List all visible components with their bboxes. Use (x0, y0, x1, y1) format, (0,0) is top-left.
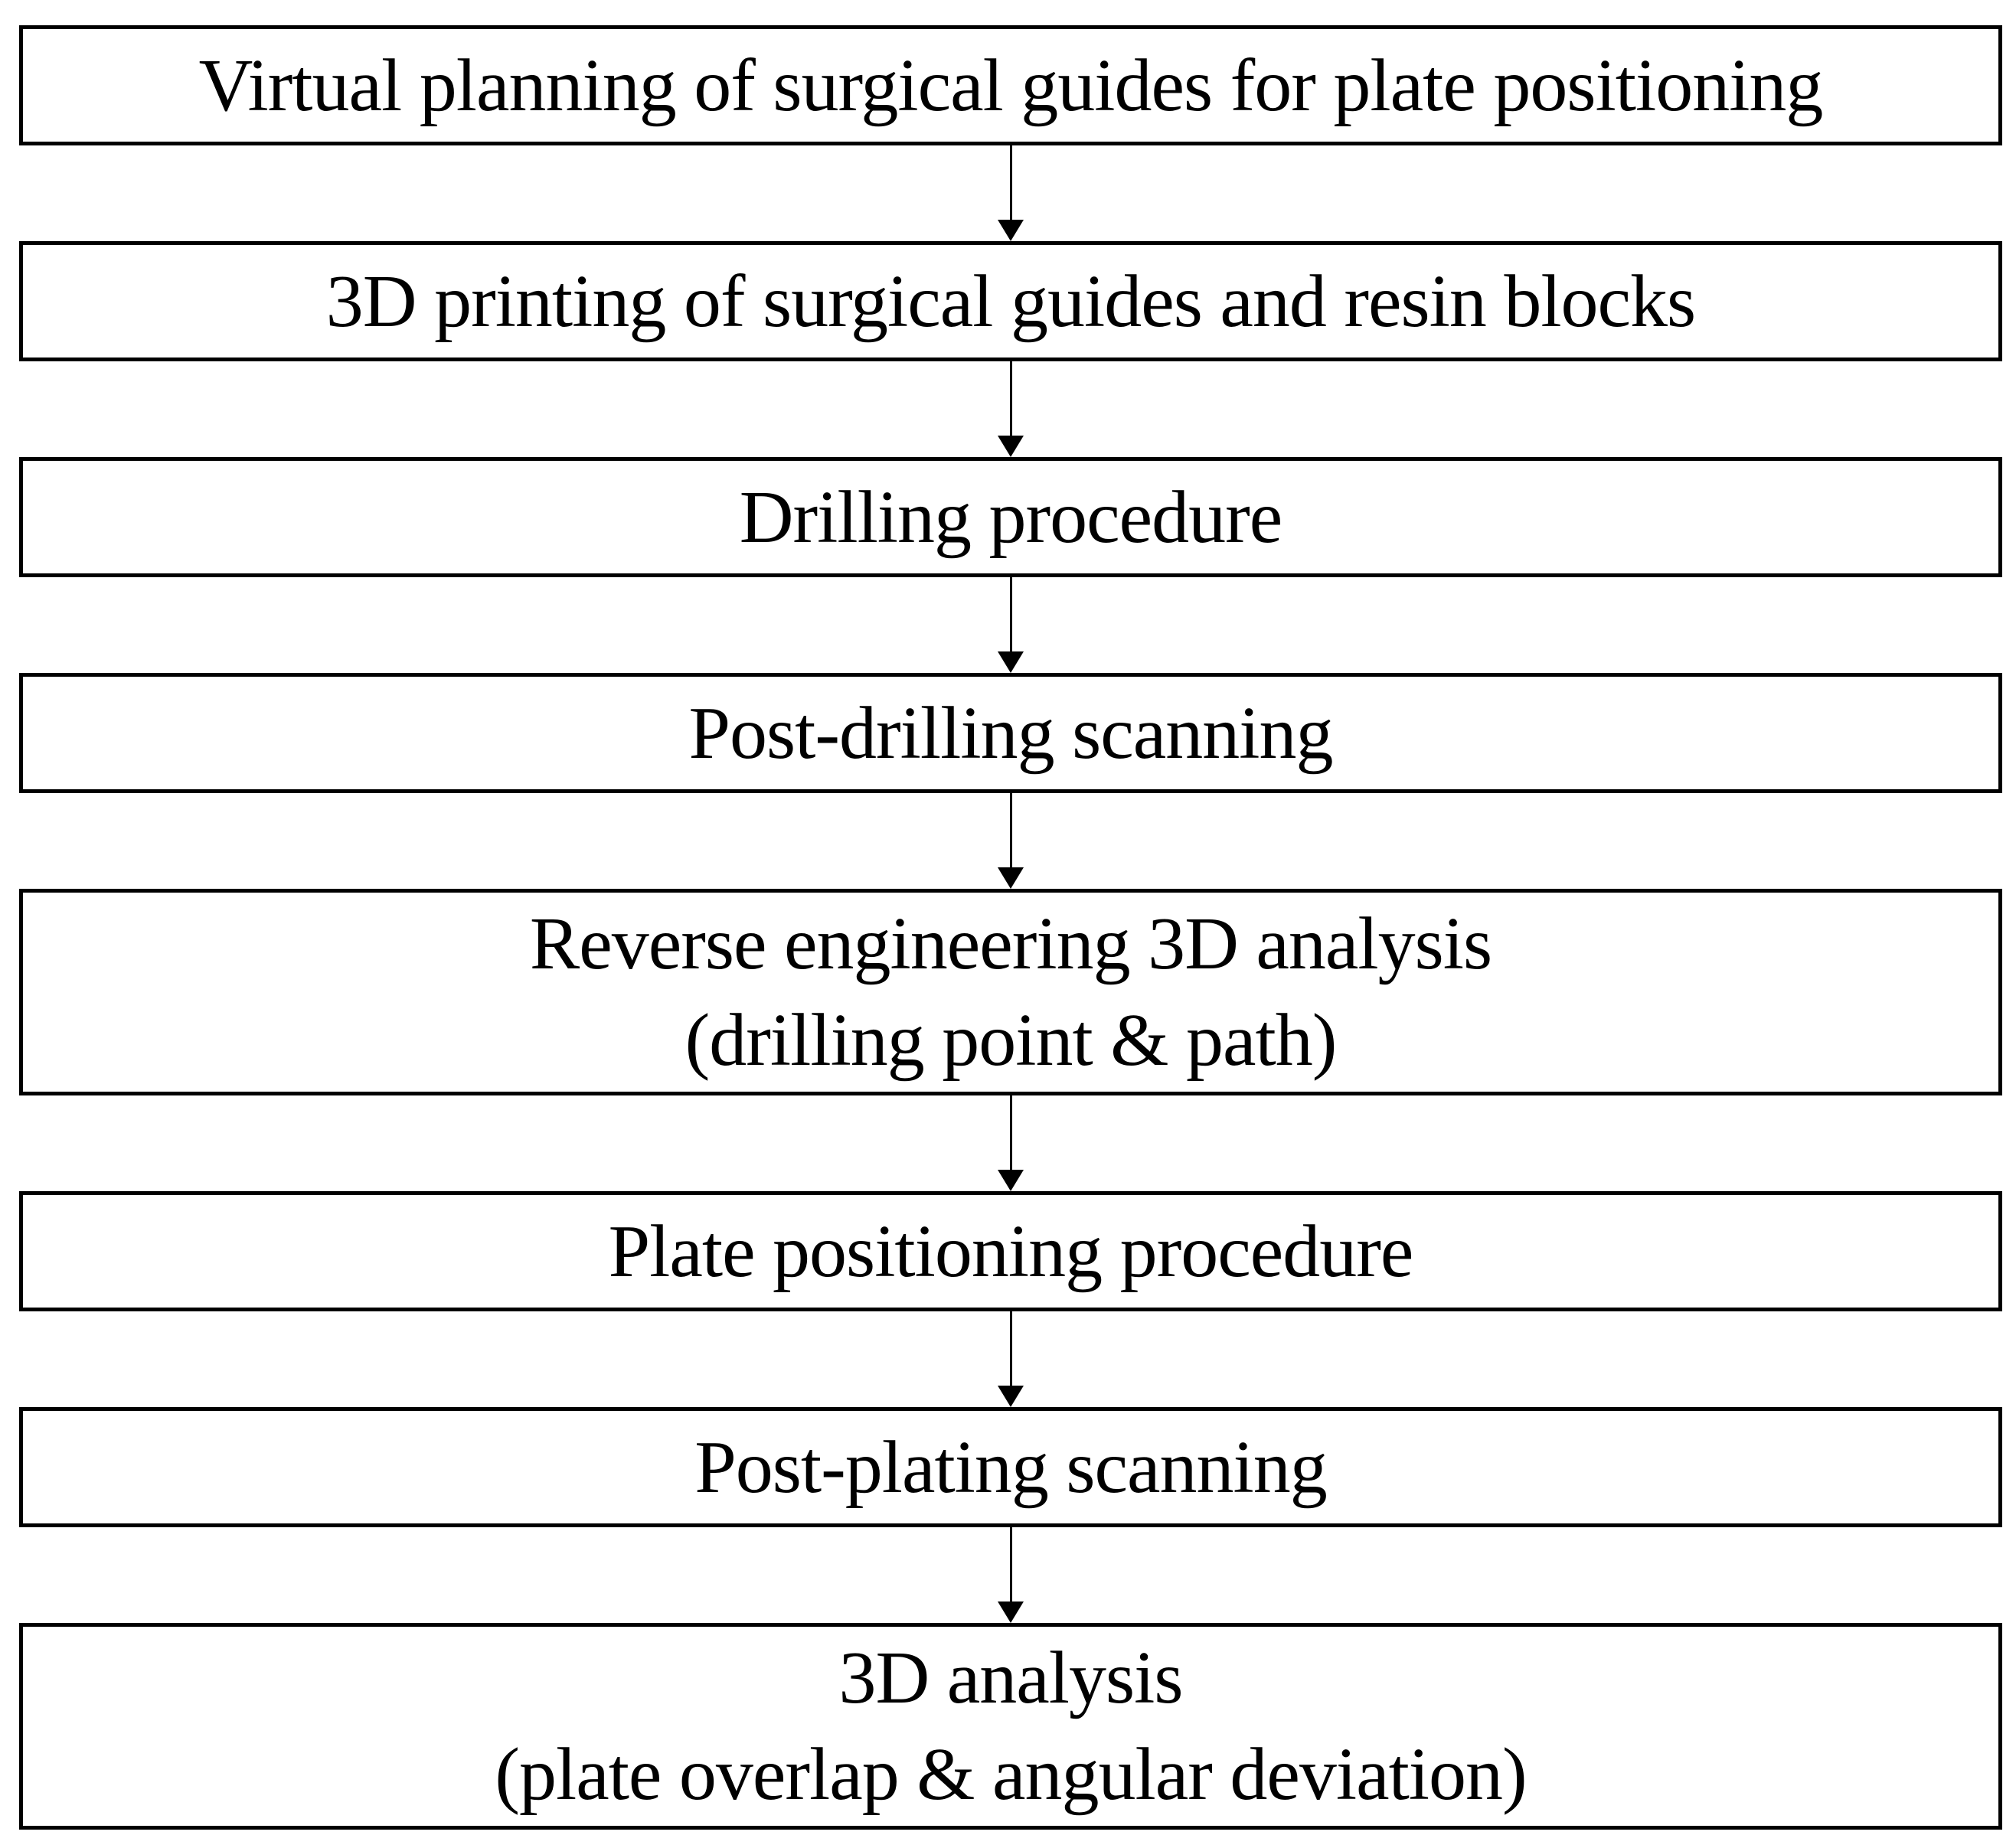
arrow-down-icon (998, 1601, 1024, 1623)
step-box-plate-positioning: Plate positioning procedure (19, 1191, 2002, 1311)
step-label: 3D printing of surgical guides and resin… (325, 260, 1696, 343)
step-box-reverse-engineering-analysis: Reverse engineering 3D analysis (drillin… (19, 889, 2002, 1095)
step-box-post-plating-scanning: Post-plating scanning (19, 1407, 2002, 1527)
flow-connector-6 (19, 1311, 2002, 1407)
arrow-down-icon (998, 867, 1024, 889)
step-label: Post-drilling scanning (688, 691, 1334, 775)
arrow-line (1009, 793, 1012, 867)
flow-connector-7 (19, 1527, 2002, 1623)
step-sublabel: (drilling point & path) (685, 999, 1338, 1082)
flow-connector-2 (19, 361, 2002, 457)
step-box-virtual-planning: Virtual planning of surgical guides for … (19, 25, 2002, 145)
flow-connector-3 (19, 577, 2002, 673)
step-label: Drilling procedure (739, 475, 1283, 559)
step-box-3d-analysis: 3D analysis (plate overlap & angular dev… (19, 1623, 2002, 1830)
flow-connector-5 (19, 1095, 2002, 1191)
arrow-down-icon (998, 1386, 1024, 1407)
step-label: Reverse engineering 3D analysis (529, 903, 1492, 985)
arrow-down-icon (998, 220, 1024, 241)
flow-connector-1 (19, 145, 2002, 241)
arrow-line (1009, 1095, 1012, 1170)
step-box-post-drilling-scanning: Post-drilling scanning (19, 673, 2002, 793)
step-box-3d-printing: 3D printing of surgical guides and resin… (19, 241, 2002, 361)
step-label: Post-plating scanning (694, 1425, 1328, 1509)
arrow-down-icon (998, 436, 1024, 457)
step-sublabel: (plate overlap & angular deviation) (495, 1733, 1527, 1816)
arrow-down-icon (998, 1170, 1024, 1191)
arrow-line (1009, 1311, 1012, 1386)
arrow-line (1009, 145, 1012, 220)
arrow-line (1009, 1527, 1012, 1601)
arrow-down-icon (998, 651, 1024, 673)
step-label: 3D analysis (838, 1637, 1184, 1719)
arrow-line (1009, 577, 1012, 651)
step-label: Virtual planning of surgical guides for … (198, 44, 1824, 127)
flow-connector-4 (19, 793, 2002, 889)
step-label: Plate positioning procedure (608, 1210, 1414, 1293)
step-box-drilling-procedure: Drilling procedure (19, 457, 2002, 577)
arrow-line (1009, 361, 1012, 436)
